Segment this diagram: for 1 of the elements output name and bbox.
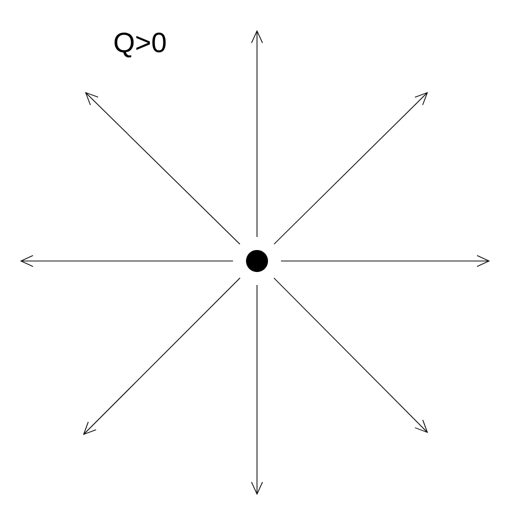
charge-label: Q>0 [114,32,166,58]
